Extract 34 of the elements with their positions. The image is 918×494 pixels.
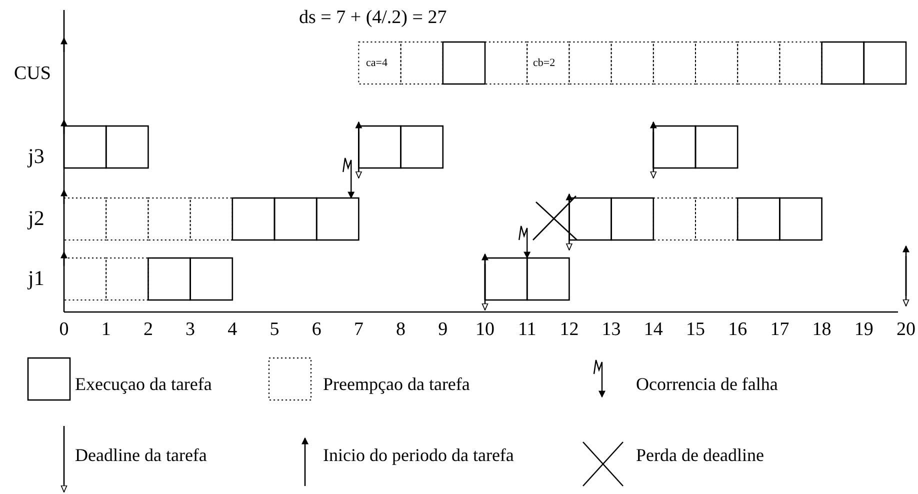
legend-text: Perda de deadline bbox=[636, 446, 764, 464]
tick-label: 3 bbox=[186, 320, 196, 339]
tick-label: 0 bbox=[59, 320, 69, 339]
tick-label: 14 bbox=[644, 320, 663, 339]
formula-text: ds = 7 + (4/.2) = 27 bbox=[299, 8, 447, 27]
tick-label: 6 bbox=[312, 320, 322, 339]
legend-text: Inicio do periodo da tarefa bbox=[323, 446, 514, 464]
tick-label: 7 bbox=[354, 320, 364, 339]
legend-text: Execuçao da tarefa bbox=[75, 375, 212, 393]
tick-label: 11 bbox=[518, 320, 536, 339]
tick-label: 19 bbox=[854, 320, 874, 339]
row-label: CUS bbox=[14, 64, 51, 83]
tick-label: 20 bbox=[896, 320, 916, 339]
tick-label: 16 bbox=[728, 320, 748, 339]
legend-text: Preempçao da tarefa bbox=[323, 375, 470, 393]
tick-label: 1 bbox=[101, 320, 111, 339]
tick-label: 18 bbox=[812, 320, 832, 339]
legend-text: Deadline da tarefa bbox=[75, 446, 207, 464]
row-label: j2 bbox=[28, 208, 44, 229]
cell-text: cb=2 bbox=[533, 58, 556, 69]
legend-text: Ocorrencia de falha bbox=[636, 375, 778, 393]
tick-label: 12 bbox=[560, 320, 579, 339]
tick-label: 4 bbox=[228, 320, 238, 339]
row-label: j1 bbox=[28, 268, 44, 289]
tick-label: 15 bbox=[686, 320, 705, 339]
tick-label: 9 bbox=[438, 320, 448, 339]
tick-label: 17 bbox=[770, 320, 790, 339]
tick-label: 13 bbox=[602, 320, 621, 339]
row-label: j3 bbox=[28, 146, 44, 167]
tick-label: 2 bbox=[143, 320, 153, 339]
tick-label: 5 bbox=[270, 320, 280, 339]
tick-label: 8 bbox=[396, 320, 406, 339]
cell-text: ca=4 bbox=[366, 58, 388, 69]
tick-label: 10 bbox=[476, 320, 494, 339]
